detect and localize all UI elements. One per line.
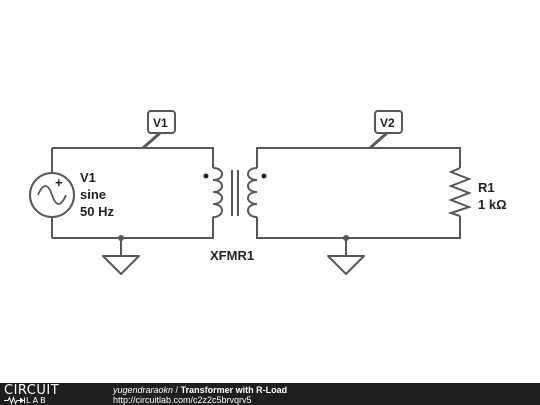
circuitlab-logo[interactable]: CIRCUIT LAB <box>4 383 96 405</box>
secondary-wires <box>256 147 461 256</box>
voltage-probe-v2[interactable]: V2 <box>369 110 403 150</box>
logo-wordmark-top: CIRCUIT <box>4 383 60 398</box>
plus-sign: + <box>55 175 63 190</box>
logo-circuit-icon <box>4 396 25 405</box>
source-name-label: V1 <box>80 170 96 185</box>
transformer-xfmr1[interactable] <box>203 167 267 218</box>
probe-label: V2 <box>380 116 395 130</box>
probe-label: V1 <box>153 116 168 130</box>
secondary-coil <box>247 167 258 218</box>
junction-dot <box>118 235 124 241</box>
separator-text: / <box>173 385 181 395</box>
ground-symbol-icon <box>102 255 140 275</box>
footer-bar: CIRCUIT LAB yugendraraokn / Transformer … <box>0 383 540 405</box>
voltage-probe-v1[interactable]: V1 <box>142 110 176 150</box>
resistor-name-label: R1 <box>478 180 495 195</box>
circuit-url[interactable]: http://circuitlab.com/c2z2c5brvqrv5 <box>113 395 252 405</box>
circuit-title[interactable]: Transformer with R-Load <box>180 385 288 395</box>
ground-symbol-icon <box>327 255 365 275</box>
resistor-value-label: 1 kΩ <box>478 197 507 212</box>
voltage-source-v1[interactable]: + <box>29 172 75 218</box>
transformer-label: XFMR1 <box>210 248 254 263</box>
source-frequency-label: 50 Hz <box>80 204 114 219</box>
source-type-label: sine <box>80 187 106 202</box>
junction-dot <box>343 235 349 241</box>
sine-wave-icon <box>37 185 67 205</box>
secondary-dot <box>261 173 267 179</box>
schematic-canvas: + V1 sine 50 Hz XFMR1 R1 1 kΩ V1 V2 <box>29 110 507 275</box>
author-name[interactable]: yugendraraokn <box>113 385 174 395</box>
primary-dot <box>203 173 209 179</box>
resistor-r1[interactable] <box>447 167 472 217</box>
primary-wires <box>51 147 214 256</box>
footer-info: yugendraraokn / Transformer with R-Load … <box>113 385 287 405</box>
primary-coil <box>212 167 223 218</box>
logo-wordmark-bottom: LAB <box>26 396 48 405</box>
